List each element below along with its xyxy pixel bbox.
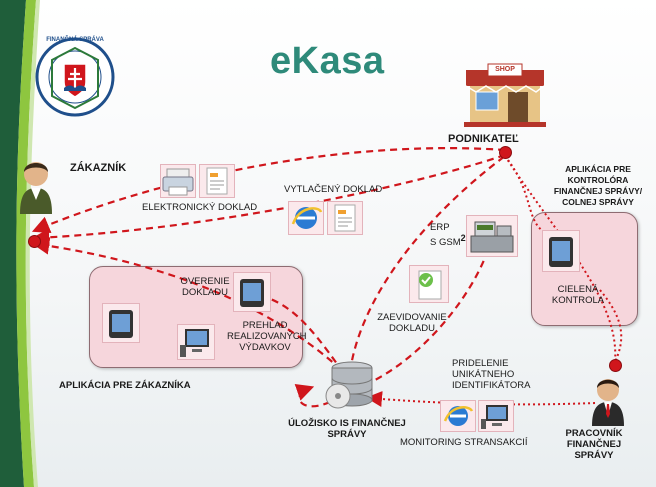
document-icon [199,164,235,198]
register-document-icon [409,265,449,303]
monitoring-computer-icon [478,400,514,432]
storage-label: ÚLOŽISKO IS FINANČNEJ SPRÁVY [288,418,406,440]
monitoring-browser-icon [440,400,476,432]
computer-monitor-icon [177,324,215,360]
erp-label: ERP S GSM2 [430,222,466,248]
internet-explorer-icon [288,201,324,235]
cash-register-icon [466,215,518,257]
shop-node-dot [500,147,511,158]
customer-smartphone-icon [233,272,271,312]
controller-app-label: APLIKÁCIA PRE KONTROLÓRA FINANČNEJ SPRÁV… [553,164,643,207]
logo-text-top: FINANČNÁ SPRÁVA [46,37,104,43]
cielena-kontrola-label: CIELENÁ KONTROLA [551,284,605,306]
customer-person-icon [14,152,58,221]
erp-line1: ERP [430,222,450,233]
printer-icon [160,164,196,198]
pridelenie-label: PRIDELENIE UNIKÁTNEHO IDENTIFIKÁTORA [452,358,531,391]
shop-sign: SHOP [495,66,515,73]
erp-line2: S GSM [430,237,461,249]
prehlad-label: PREHLAD REALIZOVANÝCH VÝDAVKOV [227,320,307,353]
receipt-document-icon [327,201,363,235]
customer-label: ZÁKAZNÍK [70,162,127,174]
page-title: eKasa [270,40,385,82]
smartphone-icon [102,303,140,343]
printed-receipt-label: VYTLAČENÝ DOKLAD [284,184,383,195]
overenie-label: OVERENIE DOKLADU [180,276,230,298]
electronic-receipt-label: ELEKTRONICKÝ DOKLAD [142,202,258,213]
customer-node-dot [29,236,40,247]
staff-node-dot [610,360,621,371]
monitoring-label: MONITORING STRANSAKCIÍ [400,437,528,448]
staff-person-icon [588,372,628,433]
financna-sprava-logo: FINANČNÁ SPRÁVA [34,36,116,118]
customer-app-label: APLIKÁCIA PRE ZÁKAZNÍKA [59,380,191,391]
erp-superscript: 2 [460,233,466,243]
shop-building-icon: SHOP [462,62,548,133]
zaevidovanie-label: ZAEVIDOVANIE DOKLADU [377,312,447,334]
storage-server-icon [322,360,378,417]
podnikatel-label: PODNIKATEĽ [448,133,519,145]
staff-label: PRACOVNÍK FINANČNEJ SPRÁVY [565,428,623,461]
controller-smartphone-icon [542,230,580,272]
